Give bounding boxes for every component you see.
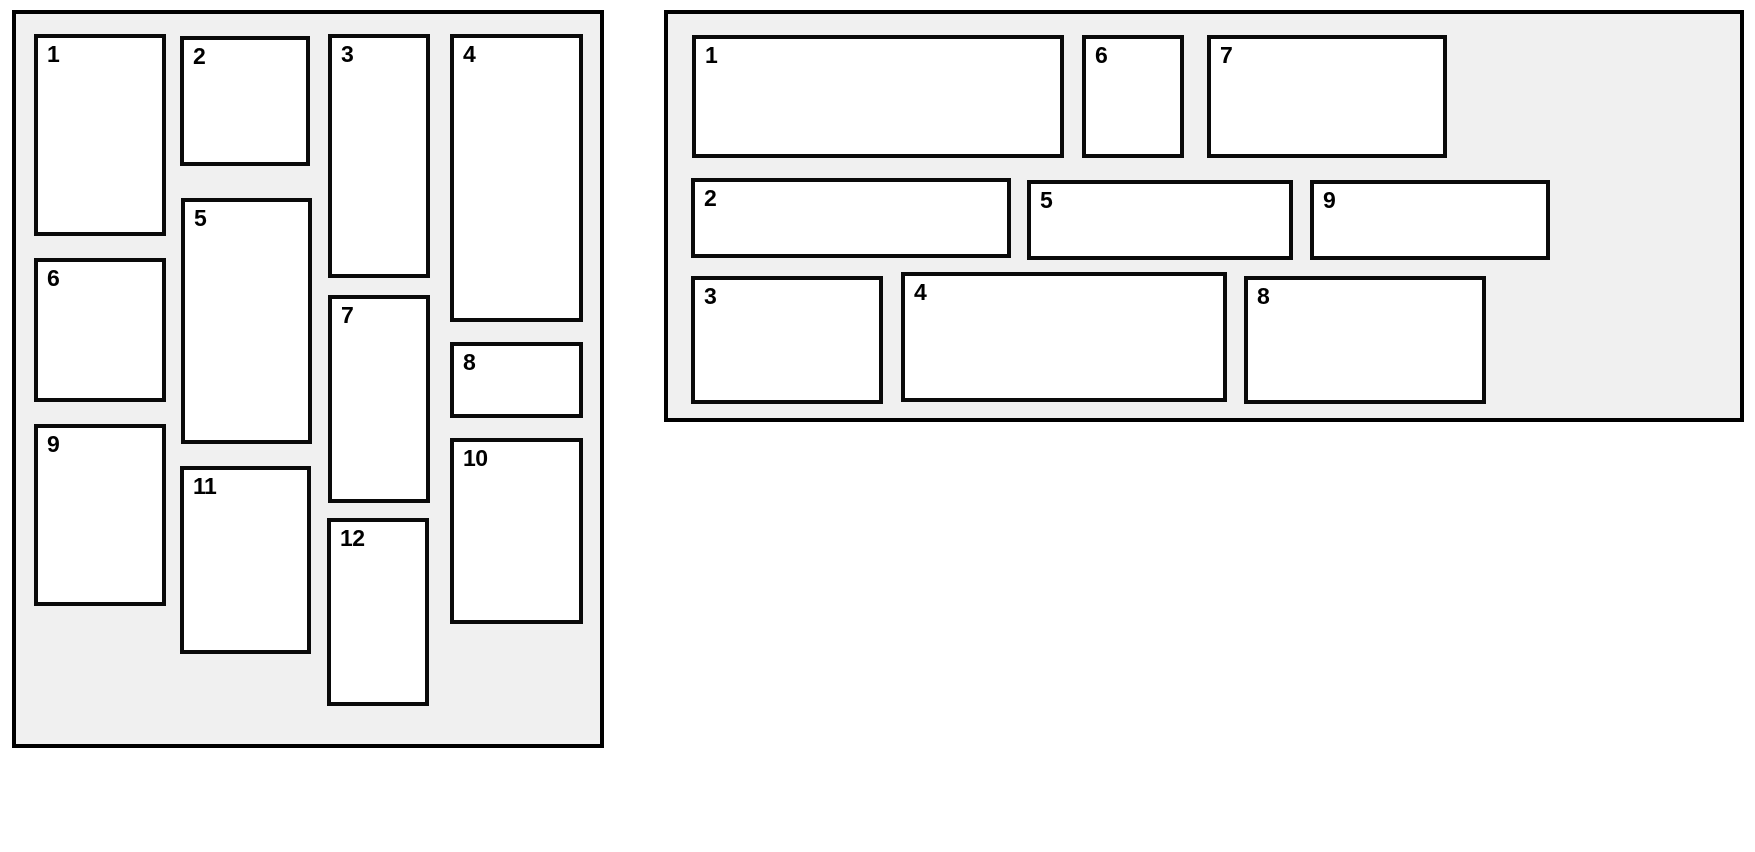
packed-rect-label: 5 [194,205,207,231]
packed-rect-label: 2 [193,43,206,69]
packed-rect-1[interactable]: 1 [692,35,1064,158]
packed-rect-9[interactable]: 9 [34,424,166,606]
packed-rect-3[interactable]: 3 [691,276,883,404]
packed-rect-2[interactable]: 2 [691,178,1011,258]
right-packing-panel: 1 6 7 2 5 9 3 4 8 [664,10,1744,422]
packed-rect-8[interactable]: 8 [450,342,583,418]
packed-rect-label: 9 [47,431,60,457]
packed-rect-label: 7 [1220,42,1233,68]
packed-rect-9[interactable]: 9 [1310,180,1550,260]
packed-rect-10[interactable]: 10 [450,438,583,624]
packed-rect-label: 5 [1040,187,1053,213]
packed-rect-6[interactable]: 6 [1082,35,1184,158]
packed-rect-12[interactable]: 12 [327,518,429,706]
packed-rect-label: 8 [463,349,476,375]
packed-rect-label: 3 [704,283,717,309]
packed-rect-label: 1 [705,42,718,68]
packed-rect-6[interactable]: 6 [34,258,166,402]
packed-rect-label: 10 [463,445,488,471]
packed-rect-2[interactable]: 2 [180,36,310,166]
packed-rect-label: 12 [340,525,365,551]
packed-rect-4[interactable]: 4 [901,272,1227,402]
packed-rect-8[interactable]: 8 [1244,276,1486,404]
packed-rect-5[interactable]: 5 [1027,180,1293,260]
packed-rect-label: 1 [47,41,60,67]
packed-rect-label: 6 [1095,42,1108,68]
packed-rect-7[interactable]: 7 [328,295,430,503]
packed-rect-label: 2 [704,185,717,211]
packed-rect-label: 3 [341,41,354,67]
packed-rect-5[interactable]: 5 [181,198,312,444]
packed-rect-label: 4 [463,41,476,67]
packed-rect-label: 7 [341,302,354,328]
packed-rect-7[interactable]: 7 [1207,35,1447,158]
packed-rect-3[interactable]: 3 [328,34,430,278]
packed-rect-4[interactable]: 4 [450,34,583,322]
packed-rect-label: 8 [1257,283,1270,309]
packed-rect-1[interactable]: 1 [34,34,166,236]
packed-rect-11[interactable]: 11 [180,466,311,654]
packed-rect-label: 9 [1323,187,1336,213]
packed-rect-label: 4 [914,279,927,305]
packed-rect-label: 11 [193,473,217,499]
packed-rect-label: 6 [47,265,60,291]
